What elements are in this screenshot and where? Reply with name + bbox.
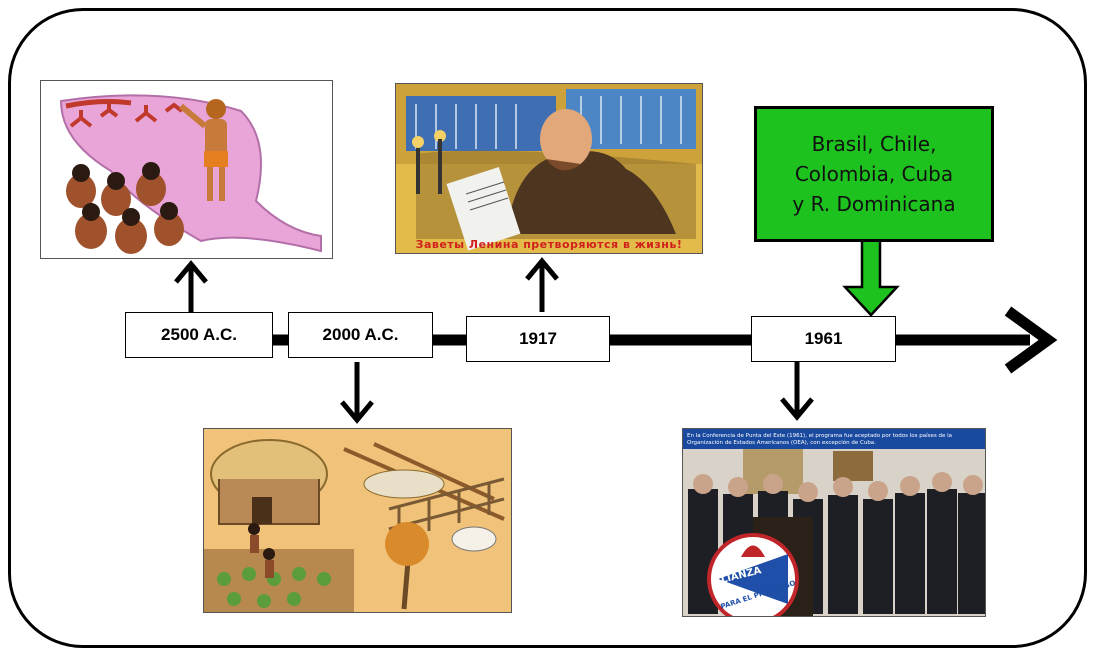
countries-callout: Brasil, Chile, Colombia, Cuba y R. Domin… [754,106,994,242]
date-label: 1961 [804,329,843,348]
poster-caption: Заветы Ленина претворяются в жизнь! [415,238,683,251]
soviet-poster-image: Заветы Ленина претворяются в жизнь! [395,83,703,254]
arrow-down-2000 [340,362,374,424]
arrow-down-1961 [780,362,814,421]
cave-painting-image [40,80,333,259]
date-label: 2000 A.C. [322,325,399,344]
oea-caption: En la Conferencia de Punta del Este (196… [687,433,953,446]
callout-pointer [842,238,900,317]
date-2000ac: 2000 A.C. [288,312,433,358]
date-label: 1917 [519,329,557,348]
alliance-photo-image: En la Conferencia de Punta del Este (196… [682,428,986,617]
date-2500ac: 2500 A.C. [125,312,273,358]
date-1917: 1917 [466,316,610,362]
village-image [203,428,512,613]
arrow-up-2500 [174,260,208,312]
callout-text: Brasil, Chile, Colombia, Cuba y R. Domin… [792,132,956,216]
arrow-up-1917 [525,257,559,312]
date-label: 2500 A.C. [161,325,237,344]
date-1961: 1961 [751,316,896,362]
timeline-arrowhead [1004,306,1058,374]
